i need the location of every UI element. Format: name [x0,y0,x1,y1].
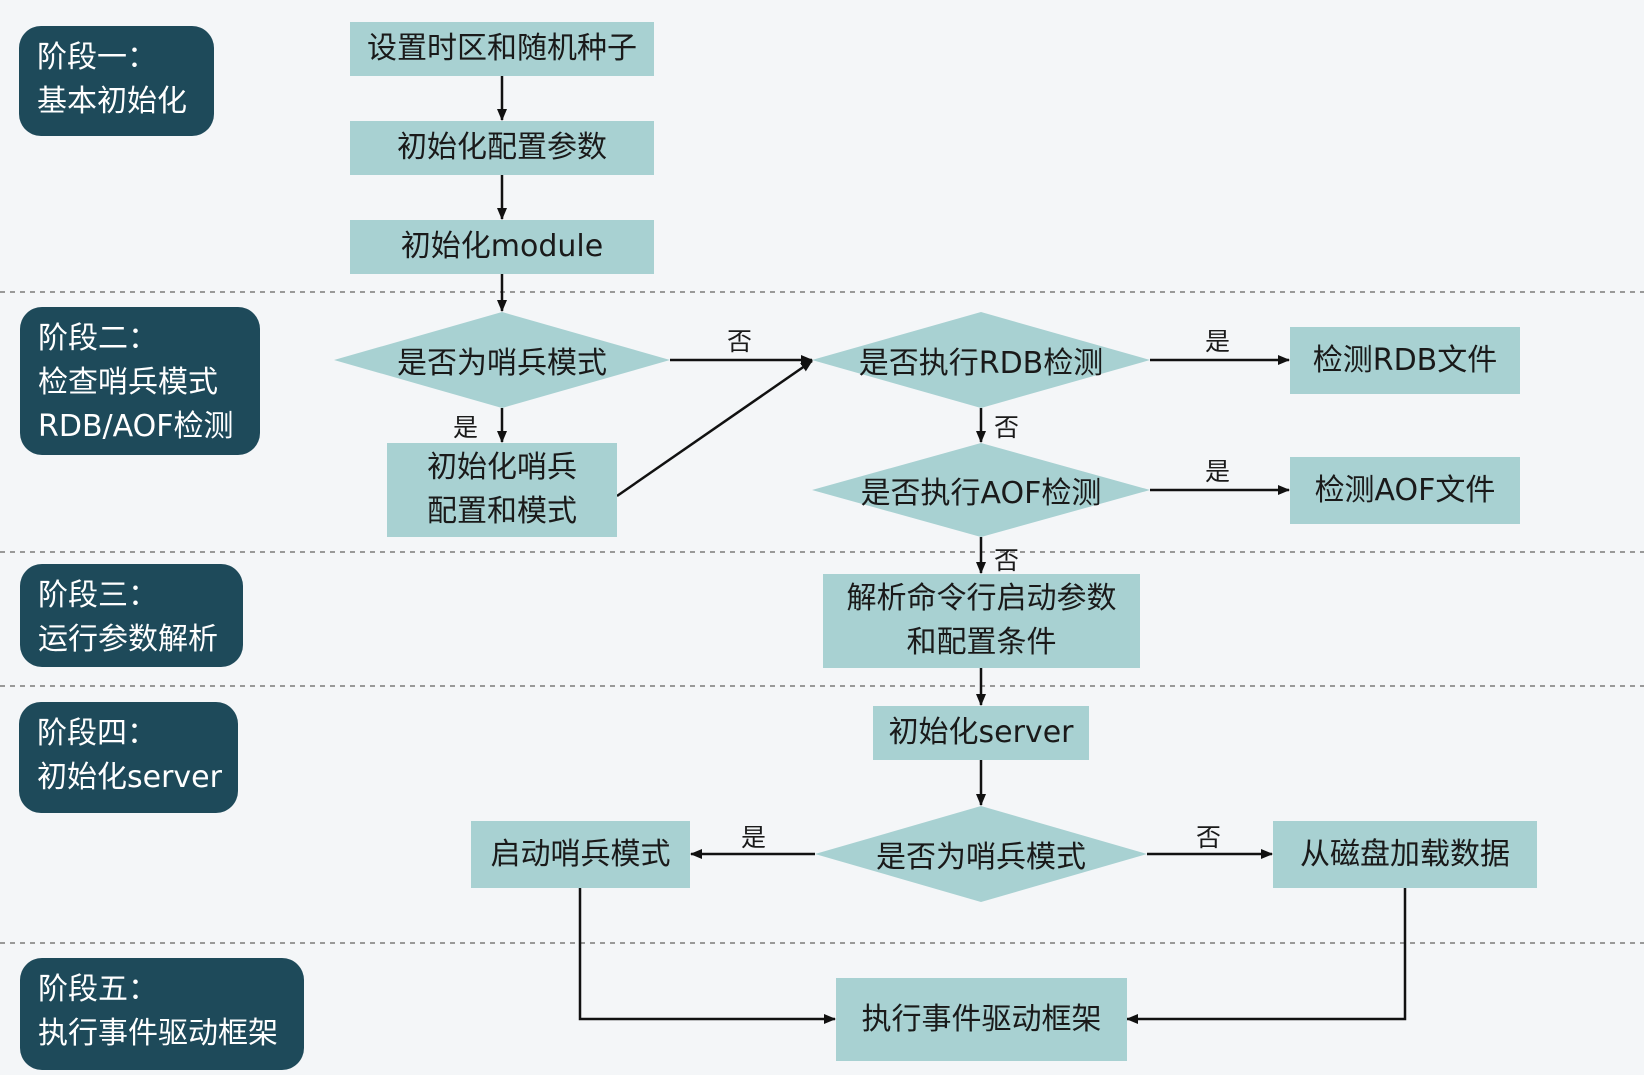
node-label: 和配置条件 [906,625,1057,660]
edge-label-rdb-no: 否 [994,413,1020,442]
decision-shape-aof [812,443,1150,537]
node-load-from-disk: 从磁盘加载数据 [1273,821,1537,888]
stage-subtitle: 执行事件驱动框架 [38,1016,278,1051]
stage-2-label: 阶段二： 检查哨兵模式 RDB/AOF检测 [20,307,260,455]
node-init-module: 初始化module [350,220,654,274]
edge-label-sentinel1-no: 否 [727,327,753,356]
node-label: 检测AOF文件 [1314,472,1496,508]
stage-subtitle: 运行参数解析 [38,622,218,657]
node-init-server: 初始化server [873,706,1089,760]
node-check-rdb-file: 检测RDB文件 [1290,327,1520,394]
edge-label-sentinel1-yes: 是 [453,413,479,442]
edge-label-sentinel2-no: 否 [1196,823,1222,852]
edge-start-sentinel-to-event [578,888,836,1024]
stage-subtitle: 初始化server [37,760,222,795]
stage-5-label: 阶段五： 执行事件驱动框架 [20,958,304,1070]
node-label: 初始化server [888,715,1074,750]
stage-subtitle: 基本初始化 [37,84,187,119]
edge-label-rdb-yes: 是 [1205,327,1231,356]
stage-title: 阶段二： [38,321,158,356]
stage-subtitle: RDB/AOF检测 [38,409,234,444]
stage-title: 阶段三： [38,578,158,613]
node-check-aof-file: 检测AOF文件 [1290,457,1520,524]
decision-shape-sentinel-2 [815,806,1147,902]
decision-shape-sentinel-1 [334,312,670,408]
node-label: 配置和模式 [427,494,577,529]
node-label: 检测RDB文件 [1312,342,1498,378]
node-label: 初始化配置参数 [397,130,607,165]
stage-4-label: 阶段四： 初始化server [19,702,238,813]
edge-label-aof-yes: 是 [1205,457,1231,486]
node-label: 设置时区和随机种子 [367,31,637,66]
node-set-timezone-seed: 设置时区和随机种子 [350,22,654,76]
node-label: 初始化哨兵 [427,450,577,485]
node-parse-args: 解析命令行启动参数 和配置条件 [823,574,1140,668]
node-init-sentinel-config: 初始化哨兵 配置和模式 [387,443,617,537]
node-label: 初始化module [400,229,604,264]
edge-load-disk-to-event [1126,888,1407,1024]
stage-subtitle: 检查哨兵模式 [38,365,218,400]
node-start-sentinel: 启动哨兵模式 [471,821,690,888]
node-label: 解析命令行启动参数 [846,581,1117,616]
node-label: 从磁盘加载数据 [1300,836,1510,872]
edge-label-aof-no: 否 [994,546,1020,575]
node-label: 执行事件驱动框架 [861,1001,1102,1037]
stage-title: 阶段四： [37,716,157,751]
edge-sentinel-init-to-rdb [616,359,813,498]
stage-title: 阶段五： [38,972,158,1007]
edge-label-sentinel2-yes: 是 [741,823,767,852]
node-label: 启动哨兵模式 [490,836,671,872]
decision-shape-rdb [812,312,1150,408]
node-init-config-params: 初始化配置参数 [350,121,654,175]
node-event-loop: 执行事件驱动框架 [836,978,1127,1061]
stage-title: 阶段一： [37,40,157,75]
stage-3-label: 阶段三： 运行参数解析 [20,564,243,667]
stage-1-label: 阶段一： 基本初始化 [19,26,214,136]
